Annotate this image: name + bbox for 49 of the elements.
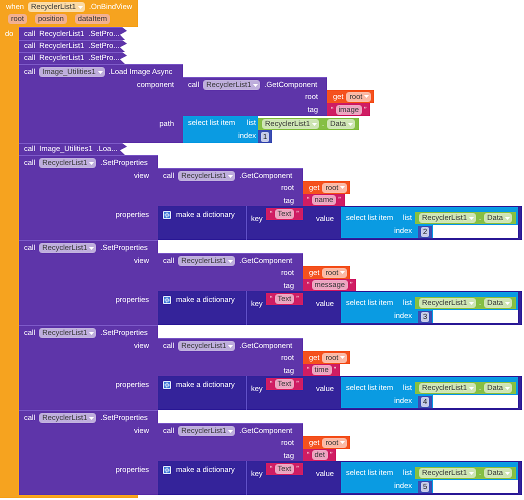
text-block bbox=[303, 194, 345, 206]
variable-getter-block bbox=[303, 436, 350, 449]
list-select-block bbox=[183, 116, 258, 143]
method-call-block bbox=[19, 325, 158, 410]
text-block bbox=[266, 378, 303, 390]
variable-getter-block bbox=[327, 90, 374, 103]
text-block bbox=[303, 364, 340, 376]
number-block bbox=[418, 226, 432, 238]
method-call-block bbox=[158, 338, 303, 376]
list-select-block bbox=[341, 462, 518, 493]
collapsed-block bbox=[19, 40, 128, 52]
pair-block bbox=[246, 376, 522, 410]
property-getter-block bbox=[415, 297, 516, 309]
number-block bbox=[418, 311, 432, 323]
collapsed-block bbox=[19, 27, 128, 40]
method-call-block bbox=[158, 253, 303, 291]
method-call-block bbox=[19, 240, 158, 325]
variable-getter-block bbox=[303, 181, 350, 194]
method-call-block bbox=[183, 77, 327, 116]
collapsed-block bbox=[19, 143, 128, 155]
dictionary-block bbox=[158, 461, 246, 495]
text-block bbox=[266, 463, 303, 475]
text-block bbox=[266, 208, 303, 220]
property-getter-block bbox=[415, 382, 516, 394]
pair-block bbox=[246, 206, 522, 240]
property-getter-block bbox=[258, 118, 359, 130]
dictionary-block bbox=[158, 206, 246, 240]
number-block bbox=[418, 481, 432, 493]
collapsed-block bbox=[19, 52, 128, 64]
text-block bbox=[303, 449, 336, 461]
list-select-block bbox=[341, 292, 518, 323]
method-call-block bbox=[158, 168, 303, 206]
property-getter-block bbox=[415, 467, 516, 479]
method-call-block bbox=[19, 410, 158, 495]
dictionary-block bbox=[158, 291, 246, 325]
pair-block bbox=[246, 291, 522, 325]
pair-block bbox=[246, 461, 522, 495]
list-select-block bbox=[341, 377, 518, 408]
variable-getter-block bbox=[303, 351, 350, 364]
text-block bbox=[327, 103, 370, 116]
property-getter-block bbox=[415, 212, 516, 224]
variable-getter-block bbox=[303, 266, 350, 279]
number-block bbox=[258, 130, 272, 143]
number-block bbox=[418, 396, 432, 408]
list-select-block bbox=[341, 207, 518, 238]
text-block bbox=[266, 293, 303, 305]
method-call-block bbox=[158, 423, 303, 461]
text-block bbox=[303, 279, 356, 291]
dictionary-block bbox=[158, 376, 246, 410]
